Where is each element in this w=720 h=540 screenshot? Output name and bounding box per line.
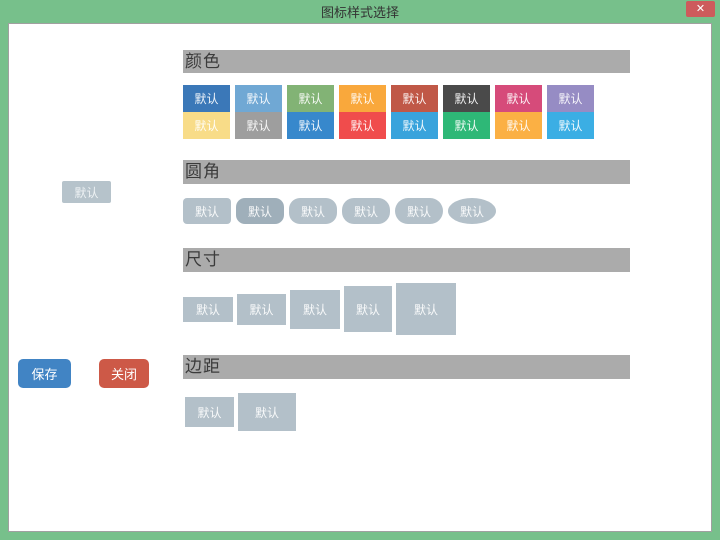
color-options-row-2: 默认 默认 默认 默认 默认 默认 默认 默认 bbox=[183, 112, 594, 139]
section-header-color: 颜色 bbox=[183, 50, 630, 73]
color-option[interactable]: 默认 bbox=[547, 85, 594, 112]
titlebar: 图标样式选择 bbox=[0, 0, 720, 23]
close-icon: ✕ bbox=[695, 3, 706, 15]
save-button[interactable]: 保存 bbox=[18, 359, 71, 388]
color-option[interactable]: 默认 bbox=[183, 112, 230, 139]
size-option[interactable]: 默认 bbox=[183, 296, 233, 322]
window-close-button[interactable]: ✕ bbox=[686, 1, 715, 17]
window-title: 图标样式选择 bbox=[320, 5, 399, 20]
size-options-row: 默认 默认 默认 默认 默认 bbox=[183, 283, 456, 335]
size-option[interactable]: 默认 bbox=[396, 283, 456, 335]
color-option[interactable]: 默认 bbox=[183, 85, 230, 112]
size-option[interactable]: 默认 bbox=[237, 293, 286, 325]
color-option[interactable]: 默认 bbox=[339, 112, 386, 139]
color-option[interactable]: 默认 bbox=[495, 112, 542, 139]
color-option[interactable]: 默认 bbox=[547, 112, 594, 139]
margin-option[interactable]: 默认 bbox=[238, 393, 296, 431]
size-option[interactable]: 默认 bbox=[344, 286, 392, 332]
color-option[interactable]: 默认 bbox=[495, 85, 542, 112]
color-option[interactable]: 默认 bbox=[339, 85, 386, 112]
style-preview-sample: 默认 bbox=[62, 181, 111, 203]
color-option[interactable]: 默认 bbox=[391, 85, 438, 112]
color-option[interactable]: 默认 bbox=[235, 85, 282, 112]
radius-option[interactable]: 默认 bbox=[448, 198, 496, 224]
margin-option[interactable]: 默认 bbox=[185, 397, 234, 427]
radius-options-row: 默认 默认 默认 默认 默认 默认 bbox=[183, 198, 496, 224]
section-header-size: 尺寸 bbox=[183, 248, 630, 272]
color-option[interactable]: 默认 bbox=[443, 112, 490, 139]
radius-option[interactable]: 默认 bbox=[342, 198, 390, 224]
section-header-margin: 边距 bbox=[183, 355, 630, 379]
radius-option[interactable]: 默认 bbox=[183, 198, 231, 224]
radius-option[interactable]: 默认 bbox=[289, 198, 337, 224]
margin-options-row: 默认 默认 bbox=[185, 393, 296, 431]
color-option[interactable]: 默认 bbox=[287, 112, 334, 139]
size-option[interactable]: 默认 bbox=[290, 289, 340, 329]
color-option[interactable]: 默认 bbox=[235, 112, 282, 139]
color-option[interactable]: 默认 bbox=[391, 112, 438, 139]
radius-option-selected[interactable]: 默认 bbox=[236, 198, 284, 224]
close-button[interactable]: 关闭 bbox=[99, 359, 149, 388]
radius-option[interactable]: 默认 bbox=[395, 198, 443, 224]
color-option[interactable]: 默认 bbox=[287, 85, 334, 112]
section-header-radius: 圆角 bbox=[183, 160, 630, 184]
color-options-row-1: 默认 默认 默认 默认 默认 默认 默认 默认 bbox=[183, 85, 594, 112]
color-option[interactable]: 默认 bbox=[443, 85, 490, 112]
